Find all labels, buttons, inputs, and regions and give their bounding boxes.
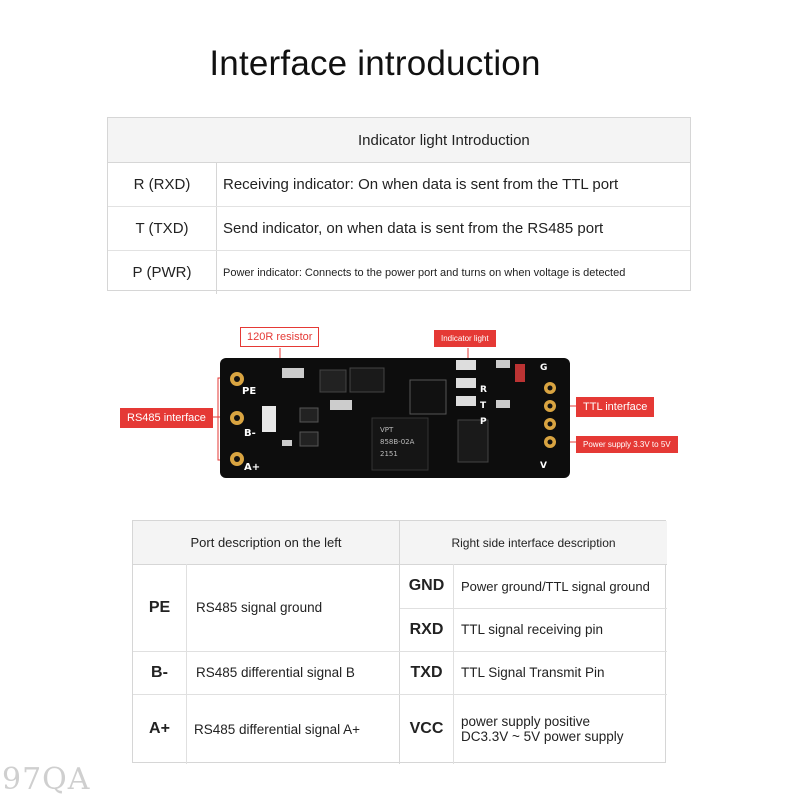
indicator-value: Receiving indicator: On when data is sen… xyxy=(223,176,619,193)
port-label-vcc: VCC xyxy=(409,720,444,737)
indicator-value: Send indicator, on when data is sent fro… xyxy=(223,220,604,237)
indicator-key: P (PWR) xyxy=(108,251,217,294)
port-desc-gnd: Power ground/TTL signal ground xyxy=(461,578,650,594)
chip-marking: 2151 xyxy=(380,450,398,458)
board-illustration: PE B- A+ R T P G V VPT 858B-02A 2151 120… xyxy=(0,300,800,500)
left-pads xyxy=(230,372,244,466)
silk-b: B- xyxy=(244,428,256,439)
port-desc-vcc-line2: DC3.3V ~ 5V power supply xyxy=(461,729,624,744)
port-label-rxd: RXD xyxy=(409,620,444,638)
table-row: R (RXD) Receiving indicator: On when dat… xyxy=(108,163,690,207)
port-right-header: Right side interface description xyxy=(400,521,667,565)
callout-power-supply: Power supply 3.3V to 5V xyxy=(576,436,678,453)
port-desc-vcc: power supply positive DC3.3V ~ 5V power … xyxy=(455,694,667,764)
indicator-table-header: Indicator light Introduction xyxy=(108,118,690,163)
callout-rs485-interface: RS485 interface xyxy=(120,408,213,428)
callout-indicator-light: Indicator light xyxy=(434,330,496,347)
silk-g: G xyxy=(540,363,547,373)
port-desc-txd: TTL Signal Transmit Pin xyxy=(461,665,605,680)
port-desc-vcc-line1: power supply positive xyxy=(461,714,591,729)
silk-pe: PE xyxy=(242,386,256,397)
table-row: T (TXD) Send indicator, on when data is … xyxy=(108,207,690,251)
port-left-header: Port description on the left xyxy=(133,521,399,565)
callout-120r-resistor: 120R resistor xyxy=(240,327,320,347)
chip-marking: VPT xyxy=(380,426,394,434)
silk-t: T xyxy=(480,401,487,411)
components xyxy=(262,360,525,471)
page-title: Interface introduction xyxy=(209,44,541,83)
port-table: Port description on the left Right side … xyxy=(132,520,667,764)
silk-r: R xyxy=(480,385,487,395)
port-label-pe: PE xyxy=(148,598,171,616)
indicator-key: T (TXD) xyxy=(108,207,217,250)
indicator-value: Power indicator: Connects to the power p… xyxy=(223,266,626,279)
callout-ttl-interface: TTL interface xyxy=(576,397,655,417)
port-label-gnd: GND xyxy=(408,577,445,594)
silk-a: A+ xyxy=(244,462,260,473)
port-desc-a: RS485 differential signal A+ xyxy=(194,721,360,737)
port-desc-b: RS485 differential signal B xyxy=(196,665,355,680)
port-label-a: A+ xyxy=(149,720,170,737)
silk-p: P xyxy=(480,417,487,427)
chip-marking: 858B-02A xyxy=(380,438,415,446)
port-label-b: B- xyxy=(151,663,168,681)
indicator-table: Indicator light Introduction R (RXD) Rec… xyxy=(107,117,691,294)
silk-v: V xyxy=(540,461,547,471)
table-row: P (PWR) Power indicator: Connects to the… xyxy=(108,251,690,294)
watermark: 97QA xyxy=(2,762,91,797)
pcb-board: PE B- A+ R T P G V VPT 858B-02A 2151 xyxy=(208,348,576,478)
indicator-key: R (RXD) xyxy=(108,163,217,206)
port-desc-rxd: TTL signal receiving pin xyxy=(461,622,604,637)
right-pads xyxy=(544,382,556,448)
port-label-txd: TXD xyxy=(410,663,443,681)
port-desc-pe: RS485 signal ground xyxy=(196,600,323,615)
